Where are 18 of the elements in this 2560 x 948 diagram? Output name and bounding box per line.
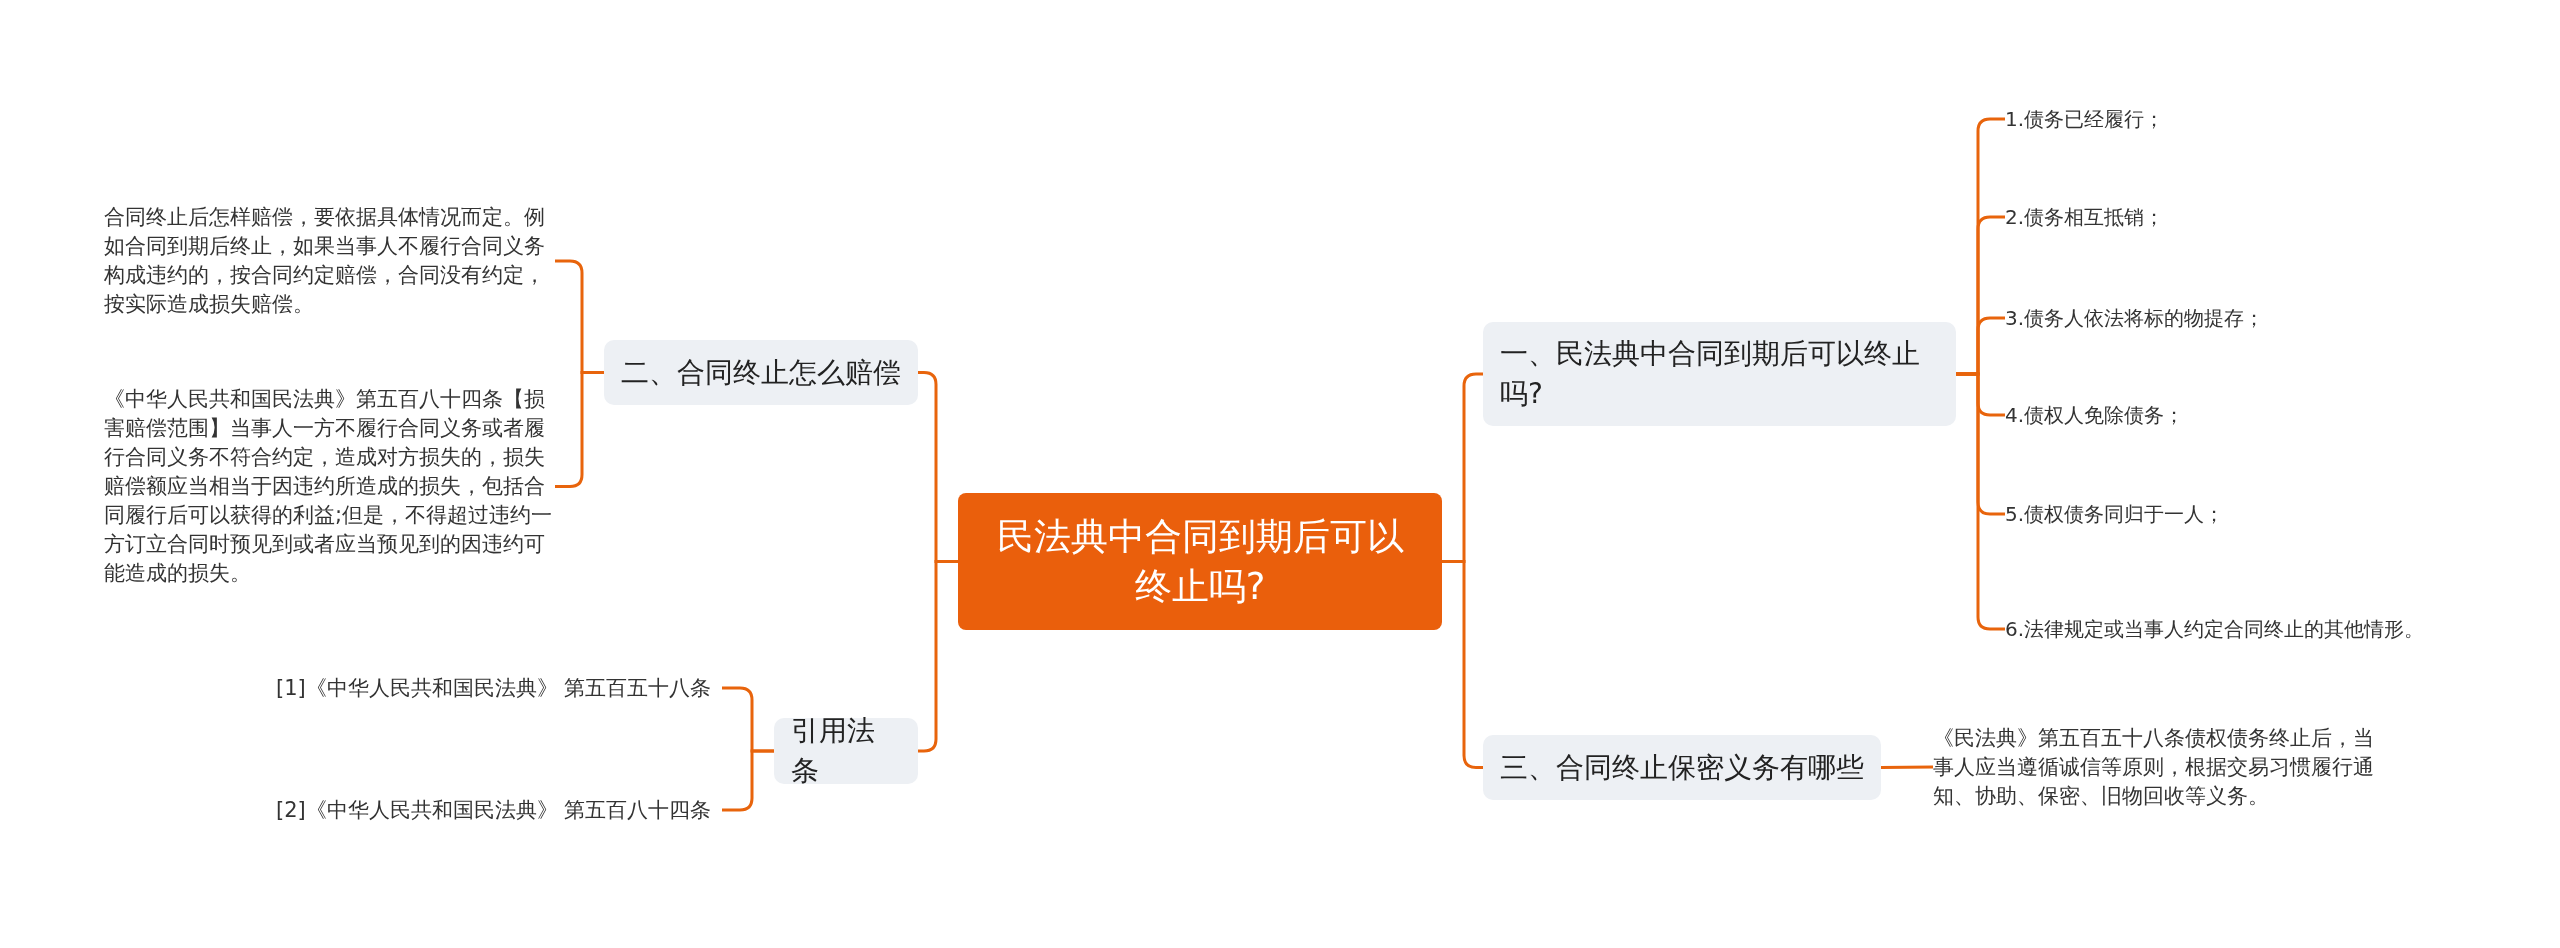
- note-text: 《中华人民共和国民法典》第五百八十四条【损害赔偿范围】当事人一方不履行合同义务或者履行合同义务不符合约定，造成对方损失的，损失赔偿额应当相当于因违约所造成的损失，包括合同履行后可以获得的利益;但是，不得超过违约一方订立合同时预见到或者应当预见到的因违约可能造成的损失。: [104, 384, 555, 589]
- topic-box: 三、合同终止保密义务有哪些: [1483, 735, 1881, 800]
- topic-box: 二、合同终止怎么赔偿: [604, 340, 918, 405]
- connector-line: [1442, 560, 1483, 769]
- note-text: 《民法典》第五百五十八条债权债务终止后，当事人应当遵循诚信等原则，根据交易习惯履行通知、协助、保密、旧物回收等义务。: [1933, 722, 2383, 812]
- central-topic: 民法典中合同到期后可以终止吗?: [958, 493, 1442, 630]
- topic-box: 引用法条: [774, 718, 918, 784]
- note-text: [2]《中华人民共和国民法典》 第五百八十四条: [276, 780, 722, 840]
- list-item: 6.法律规定或当事人约定合同终止的其他情形。: [2005, 596, 2455, 662]
- connector-line: [1881, 765, 1933, 769]
- list-item: 5.债权债务同归于一人；: [2005, 496, 2455, 532]
- list-item: 1.债务已经履行；: [2005, 101, 2455, 137]
- note-text: 合同终止后怎样赔偿，要依据具体情况而定。例如合同到期后终止，如果当事人不履行合同义务构成违约的，按合同约定赔偿，合同没有约定，按实际造成损失赔偿。: [104, 202, 555, 320]
- list-item: 2.债务相互抵销；: [2005, 199, 2455, 235]
- note-text: [1]《中华人民共和国民法典》 第五百五十八条: [276, 658, 722, 718]
- list-item: 3.债务人依法将标的物提存；: [2005, 300, 2455, 336]
- topic-box: 一、民法典中合同到期后可以终止吗?: [1483, 322, 1956, 426]
- list-item: 4.债权人免除债务；: [2005, 397, 2455, 433]
